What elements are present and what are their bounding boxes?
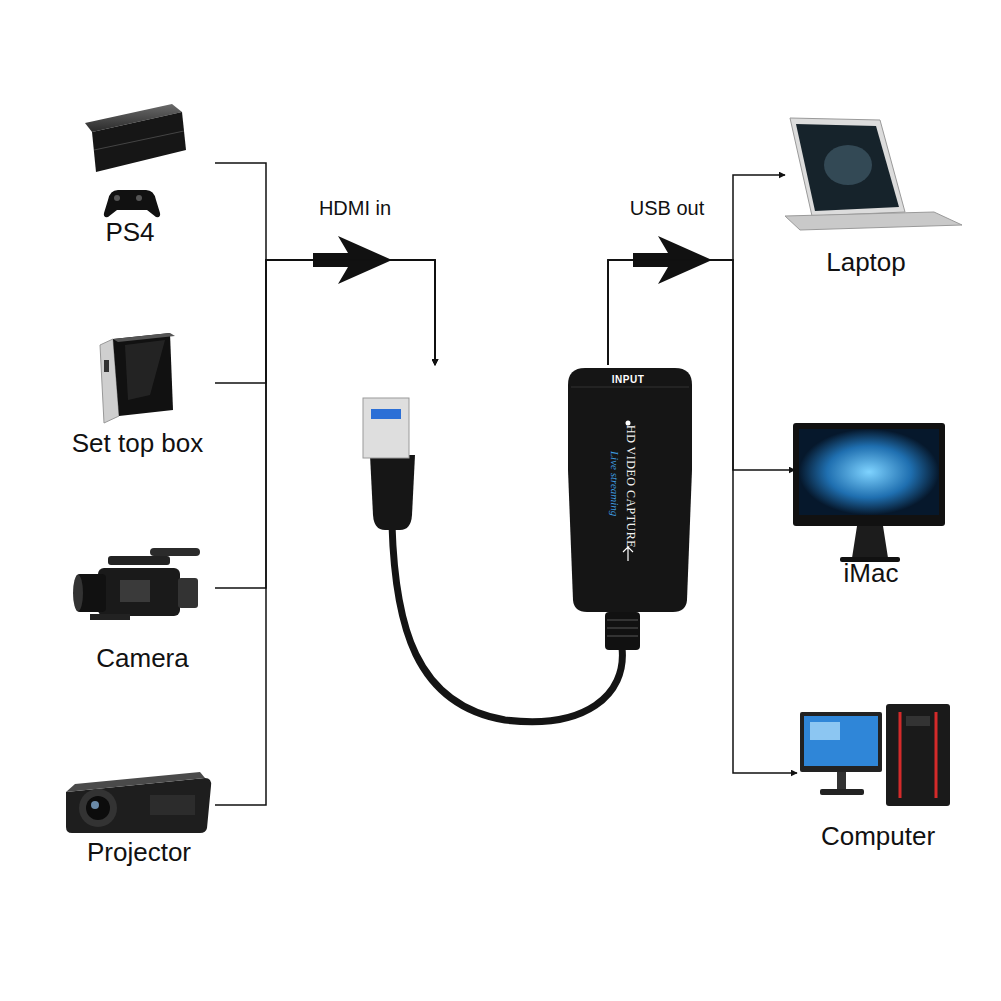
signal-connector	[215, 260, 435, 805]
set-top-box: Set top box	[60, 325, 215, 458]
camera-handle	[108, 556, 170, 565]
usb-plug-housing	[370, 455, 415, 530]
strain-relief	[605, 612, 640, 650]
monitor-screen	[804, 716, 878, 766]
imac-stand	[852, 526, 888, 558]
camera-mic	[150, 548, 200, 556]
projector: Projector	[63, 765, 215, 867]
controller-buttons	[136, 195, 142, 201]
connectors	[215, 163, 797, 805]
signal-connector	[215, 260, 435, 588]
laptop-illustration	[785, 118, 962, 230]
capture-body	[568, 368, 692, 612]
signal-connector	[608, 260, 797, 773]
box-top	[113, 333, 175, 342]
laptop: Laptop	[785, 110, 947, 277]
projector-top	[66, 772, 205, 792]
device-label: Projector	[87, 837, 191, 867]
laptop-base	[785, 212, 962, 230]
flow-arrow	[633, 236, 712, 284]
console-illustration	[85, 104, 186, 217]
trim-dot	[626, 421, 631, 426]
tower-case	[886, 704, 950, 806]
device-marking: HD VIDEO CAPTURE	[623, 425, 638, 548]
game-console: PS4	[45, 100, 215, 247]
laptop-lid	[790, 118, 905, 216]
capture-device-shape	[355, 365, 695, 735]
projector-lens-ring	[79, 789, 117, 827]
signal-connector	[215, 260, 435, 383]
imac-illustration	[793, 423, 945, 562]
box-port	[104, 360, 109, 372]
signal-label: USB out	[630, 196, 704, 220]
camera-panel	[120, 580, 150, 602]
projector-illustration	[66, 772, 211, 833]
camera-base	[90, 614, 130, 620]
tower-bay	[906, 716, 930, 726]
imac-display	[799, 429, 939, 515]
body-seam	[571, 387, 689, 388]
device-marking: Live streaming	[609, 451, 621, 516]
monitor-foot	[820, 789, 864, 795]
projector-lens	[86, 796, 110, 820]
lens-glint	[91, 801, 99, 809]
imac-frame	[793, 423, 945, 526]
usb3-insert	[371, 409, 401, 419]
imac: iMac	[795, 420, 947, 588]
flow-arrow	[313, 236, 392, 284]
device-label: Computer	[821, 821, 935, 851]
console-front	[92, 112, 186, 172]
console-edge	[94, 131, 184, 150]
controller	[104, 190, 160, 217]
signal-connector	[215, 163, 435, 365]
signal-connector	[608, 175, 785, 365]
set-top-box-illustration	[100, 333, 175, 423]
controller-pad	[114, 195, 120, 201]
computer-illustration	[800, 704, 950, 806]
camera-battery	[178, 578, 198, 608]
monitor-stand	[837, 772, 846, 790]
box-gloss	[125, 340, 165, 400]
device-label: Camera	[96, 643, 188, 673]
box-front	[113, 333, 173, 416]
camera-body	[98, 568, 180, 616]
device-label: iMac	[844, 558, 899, 588]
display-image	[824, 145, 872, 185]
device-marking: INPUT	[588, 374, 668, 385]
monitor-frame	[800, 712, 882, 772]
relief-rib	[607, 627, 638, 629]
projector-vent	[150, 795, 195, 815]
relief-rib	[607, 619, 638, 621]
device-label: Laptop	[826, 247, 906, 277]
signal-label: HDMI in	[319, 196, 391, 220]
capture-device: INPUT HD VIDEO CAPTURELive streaming	[355, 365, 695, 735]
tower-light	[935, 712, 938, 798]
laptop-display	[796, 124, 899, 211]
screen-window	[810, 722, 840, 740]
tower-light	[899, 712, 902, 798]
device-label: PS4	[105, 217, 154, 247]
camera: Camera	[70, 545, 215, 673]
computer: Computer	[797, 700, 959, 851]
relief-rib	[607, 635, 638, 637]
usb-symbol	[623, 547, 633, 561]
usb-plug-metal	[363, 398, 409, 458]
lens-front	[73, 575, 83, 611]
flow-arrows	[313, 236, 712, 284]
device-label: Set top box	[72, 428, 204, 458]
camera-illustration	[73, 548, 200, 620]
